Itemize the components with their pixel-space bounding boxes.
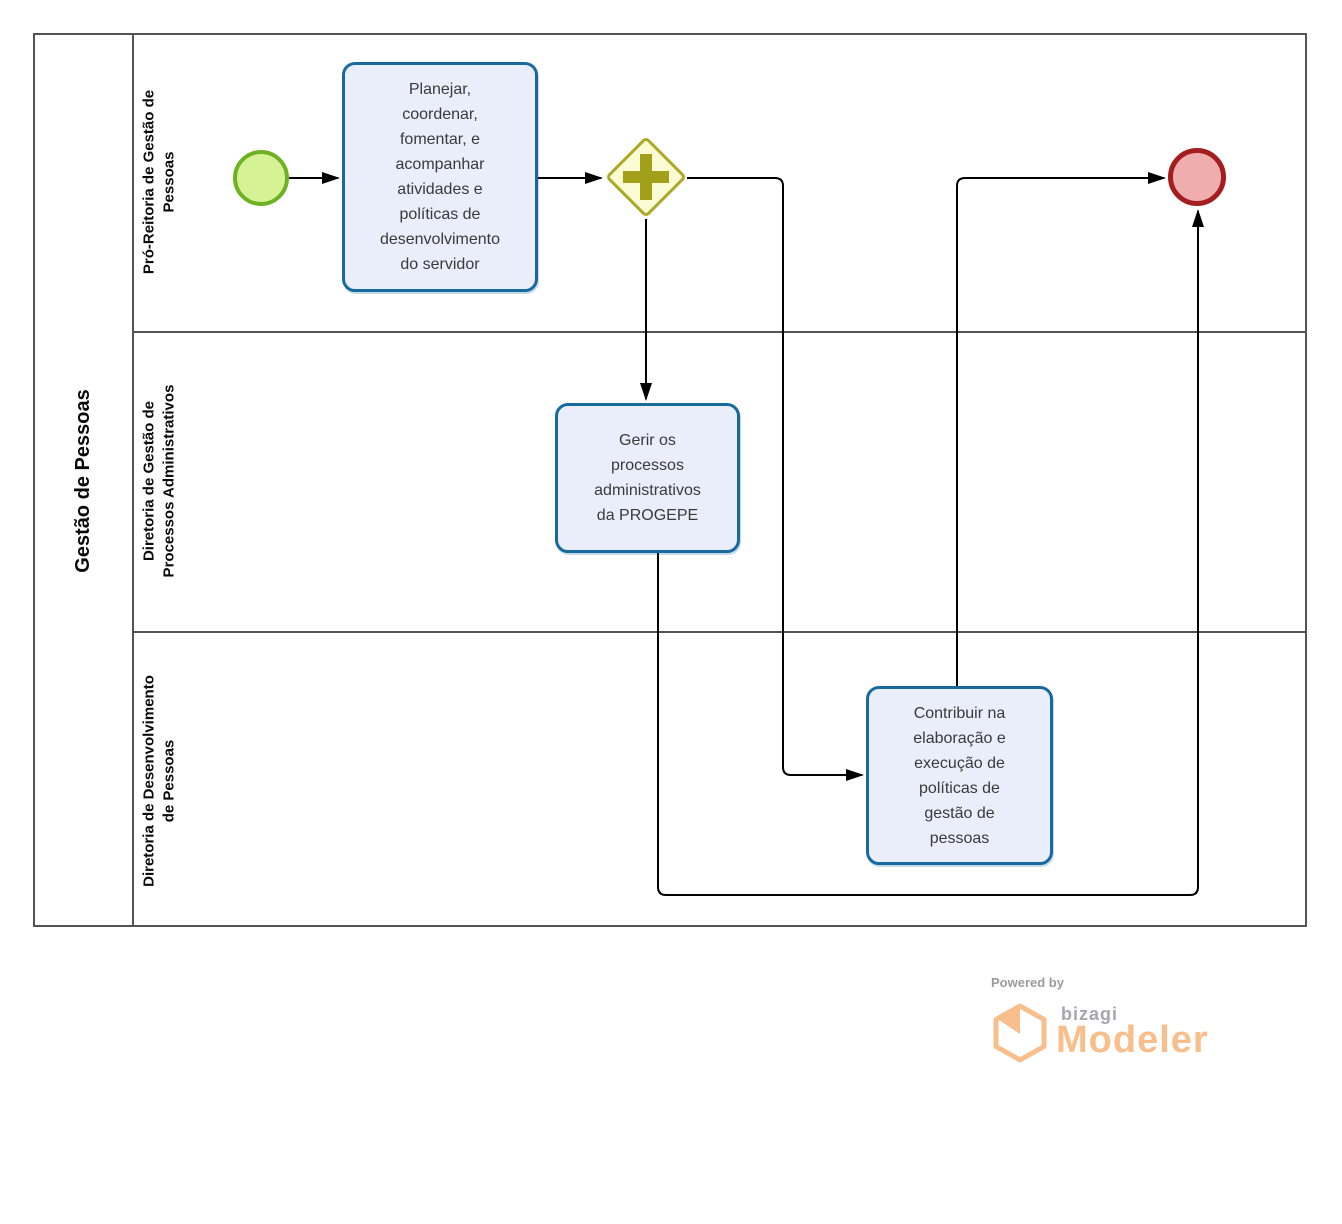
lane-label-pro-reitoria: Pró-Reitoria de Gestão de Pessoas — [140, 89, 178, 275]
bizagi-hexagon-icon — [993, 1003, 1047, 1063]
pool-border — [33, 33, 1307, 927]
pool-label: Gestão de Pessoas — [72, 389, 94, 573]
modeler-wordmark: Modeler — [1056, 1019, 1209, 1061]
lane-divider-1 — [134, 331, 1307, 333]
task-planejar-label: Planejar, coordenar, fomentar, e acompan… — [379, 81, 501, 273]
lane-label-gestao-processos: Diretoria de Gestão de Processos Adminis… — [140, 384, 178, 578]
task-contribuir-label: Contribuir na elaboração e execução de p… — [913, 704, 1006, 847]
pool-header-divider — [132, 33, 134, 927]
bizagi-wordmark: bizagi — [1061, 1004, 1119, 1024]
gateway-plus-icon — [640, 154, 652, 200]
task-gerir-label: Gerir os processos administrativos da PR… — [594, 432, 701, 524]
powered-by-text: Powered by — [991, 975, 1064, 990]
lane-label-desenvolvimento: Diretoria de Desenvolvimento de Pessoas — [140, 675, 178, 887]
end-event[interactable] — [1168, 148, 1226, 206]
task-gerir[interactable]: Gerir os processos administrativos da PR… — [555, 403, 740, 553]
lane-divider-2 — [134, 631, 1307, 633]
start-event[interactable] — [233, 150, 289, 206]
task-contribuir[interactable]: Contribuir na elaboração e execução de p… — [866, 686, 1053, 865]
task-planejar[interactable]: Planejar, coordenar, fomentar, e acompan… — [342, 62, 538, 292]
